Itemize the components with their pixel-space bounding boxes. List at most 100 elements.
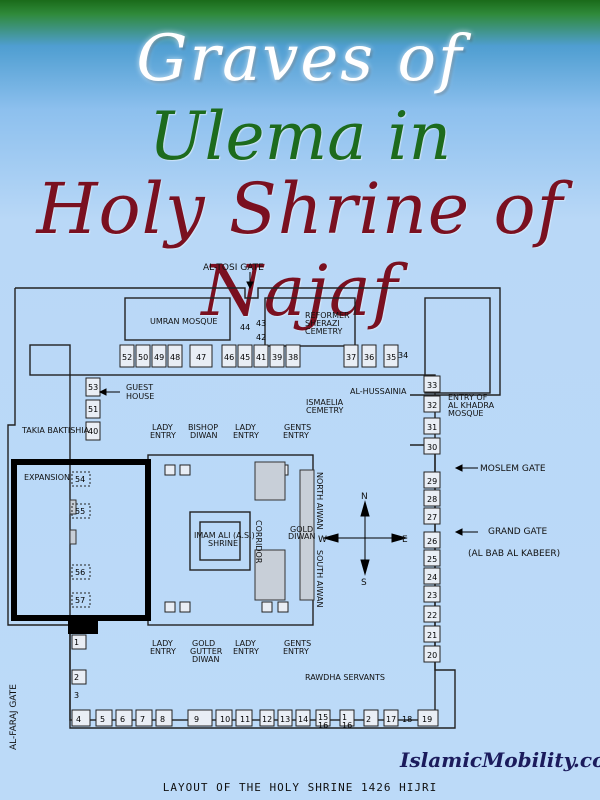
label-gents-n-2: ENTRY — [283, 431, 309, 440]
grave-number-west_side-0: 1 — [74, 638, 79, 647]
label-grand-gate-2: (AL BAB AL KABEER) — [468, 549, 560, 559]
grave-number-west_side-2: 3 — [74, 691, 79, 700]
gate-arrows — [98, 272, 478, 536]
grave-number-south_row-0: 4 — [76, 715, 81, 724]
label-takia: TAKIA BAKTISHIA — [21, 426, 90, 435]
label-faraj-gate: AL-FARAJ GATE — [9, 684, 19, 750]
grave-number-west_upper-1: 51 — [88, 405, 98, 414]
label-imam-2: SHRINE — [208, 539, 238, 548]
grave-number-reformer-1: 43 — [256, 319, 266, 328]
grave-number-south_row-10: 14 — [298, 715, 308, 724]
grave-number-east_side-3: 26 — [427, 537, 437, 546]
grave-number-south_row-2: 6 — [120, 715, 125, 724]
label-bishop-2: DIWAN — [190, 431, 217, 440]
compass-e: E — [402, 535, 408, 545]
grave-number-south_row-1: 5 — [100, 715, 105, 724]
label-guest-1: GUEST — [126, 383, 153, 392]
grave-number-east_top-1: 32 — [427, 401, 437, 410]
label-south-aiwan: SOUTH AIWAN — [315, 550, 324, 607]
title-line-2: Ulema in — [148, 98, 452, 175]
faraj-gate-block — [68, 620, 98, 634]
grave-number-expansion-2: 56 — [75, 568, 85, 577]
label-moslem-gate: MOSLEM GATE — [480, 464, 546, 474]
grave-number-east_top-0: 33 — [427, 381, 437, 390]
grave-number-south_row-4: 8 — [160, 715, 165, 724]
grave-number-reformer-2: 42 — [256, 333, 266, 342]
label-gents-n-1: GENTS — [284, 423, 311, 432]
grave-number-north_row-7: 41 — [256, 353, 266, 362]
grave-number-north_row-3: 48 — [170, 353, 180, 362]
grave-number-north_row-5: 46 — [224, 353, 234, 362]
grave-number-south_row-12: 16 — [318, 721, 328, 730]
grave-number-south_row-7: 11 — [240, 715, 250, 724]
compass-n: N — [361, 492, 368, 502]
expansion-boxes — [71, 471, 91, 608]
reformer-block — [264, 297, 356, 347]
label-reformer-2: SHERAZI — [305, 319, 340, 328]
label-grand-gate-1: GRAND GATE — [488, 527, 547, 537]
umran-mosque-block — [124, 297, 231, 341]
label-corridor: CORRIDOR — [254, 520, 263, 564]
label-lady-entry-ne-2: ENTRY — [233, 431, 259, 440]
label-lady-entry-ne-1: LADY — [235, 423, 256, 432]
khadra-block — [424, 297, 491, 394]
grave-number-east_side-1: 28 — [427, 495, 437, 504]
label-ismaelia-2: CEMETRY — [306, 406, 344, 415]
label-khadra-2: AL KHADRA — [448, 401, 495, 410]
grave-number-east_side-9: 20 — [427, 651, 437, 660]
label-lady-entry-nw-1: LADY — [152, 423, 173, 432]
grave-number-east_side-6: 23 — [427, 591, 437, 600]
label-expansion: EXPANSION — [24, 473, 70, 482]
plan-caption: LAYOUT OF THE HOLY SHRINE 1426 HIJRI — [162, 781, 438, 794]
grave-number-expansion-3: 57 — [75, 596, 85, 605]
hatched-blocks — [69, 461, 315, 601]
grave-number-north_row-10: 37 — [346, 353, 356, 362]
grave-number-south_row-16: 17 — [386, 715, 396, 724]
grave-number-north_row-12: 35 — [386, 353, 396, 362]
grave-number-west_side-1: 2 — [74, 673, 79, 682]
grave-number-north_row-2: 49 — [154, 353, 164, 362]
grave-number-north_row-0: 52 — [122, 353, 132, 362]
label-gents-s-2: ENTRY — [283, 647, 309, 656]
grave-number-south_row-3: 7 — [140, 715, 145, 724]
grave-number-east_side-4: 25 — [427, 555, 437, 564]
label-rawdha: RAWDHA SERVANTS — [305, 673, 385, 682]
label-lady-entry-sw-2: ENTRY — [150, 647, 176, 656]
label-al-hussainia: AL-HUSSAINIA — [350, 387, 407, 396]
label-lady-entry-nw-2: ENTRY — [150, 431, 176, 440]
label-tosi-gate: AL-TOSI GATE — [203, 263, 264, 273]
grave-number-east_side-0: 29 — [427, 477, 437, 486]
grave-number-south_row-17: 18 — [402, 715, 412, 724]
grave-number-north_row-1: 50 — [138, 353, 148, 362]
grave-number-east_side-10: 19 — [422, 715, 432, 724]
grave-number-east_side-7: 22 — [427, 611, 437, 620]
title-line-3: Holy Shrine of Najaf — [36, 168, 564, 332]
label-lady-entry-se-1: LADY — [235, 639, 256, 648]
label-gold-diwan-2: DIWAN — [288, 532, 315, 541]
grave-number-north_row-6: 45 — [240, 353, 250, 362]
grave-number-south_row-9: 13 — [280, 715, 290, 724]
grave-number-north_row-8: 39 — [272, 353, 282, 362]
grave-number-west_upper-2: 40 — [88, 427, 98, 436]
label-bishop-1: BISHOP — [188, 423, 218, 432]
shrine-floor-plan: AL-TOSI GATE UMRAN MOSQUE REFORMER SHERA… — [7, 263, 560, 750]
grave-number-expansion-1: 55 — [75, 507, 85, 516]
grave-number-south_row-11: 15 — [318, 713, 328, 722]
grave-number-east_side-2: 27 — [427, 513, 437, 522]
label-reformer-3: CEMETRY — [305, 327, 343, 336]
compass-w: W — [318, 535, 327, 545]
grave-number-south_row-15: 2 — [366, 715, 371, 724]
label-khadra-1: ENTRY OF — [448, 393, 488, 402]
north-wall — [15, 287, 501, 396]
grave-number-south_row-6: 10 — [220, 715, 230, 724]
grave-number-east_side-8: 21 — [427, 631, 437, 640]
grave-number-north_row-13: 34 — [398, 351, 408, 360]
label-gold-gutter-2: GUTTER — [190, 647, 223, 656]
grave-number-expansion-0: 54 — [75, 475, 85, 484]
guest-block — [29, 344, 71, 376]
label-guest-2: HOUSE — [126, 392, 154, 401]
title-line-1: Graves of — [136, 22, 464, 96]
grave-cells — [71, 344, 441, 727]
